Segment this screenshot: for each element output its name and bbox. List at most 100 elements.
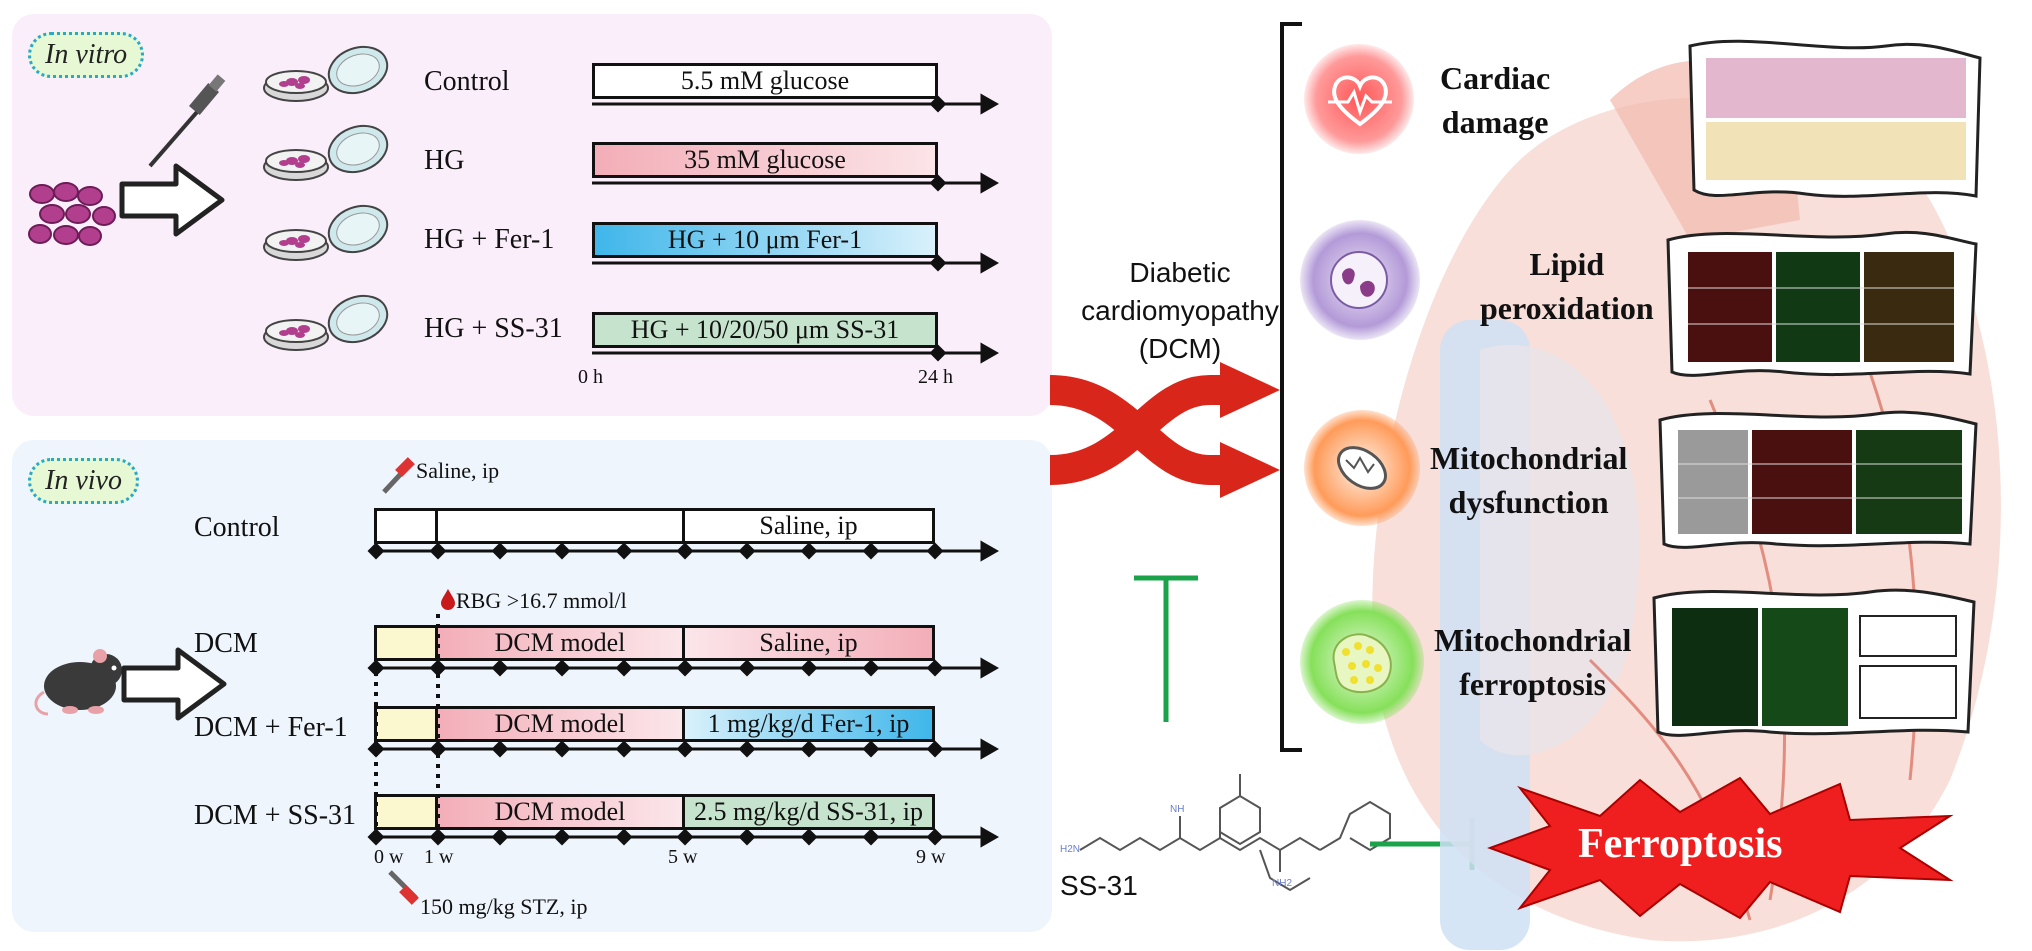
mouse-icon: [34, 649, 122, 716]
petri-dish-icon: [263, 45, 389, 102]
timeline-tick-mark: [676, 542, 694, 560]
vivo-ss31-week0: [374, 794, 438, 830]
timeline-tick-mark: [738, 740, 756, 758]
outcome-label: Mitochondrial ferroptosis: [1434, 618, 1631, 706]
stz-note: 150 mg/kg STZ, ip: [420, 894, 588, 919]
petri-dish-icon: [263, 124, 389, 181]
vivo-fer1-phase2: 1 mg/kg/d Fer-1, ip: [682, 706, 935, 742]
syringe-icon: [388, 870, 419, 905]
ferroptosis-label: Ferroptosis: [1578, 821, 1783, 867]
outcome-line: ferroptosis: [1459, 666, 1607, 702]
cell-cluster-icon: [28, 182, 116, 246]
timeline-tick-mark: [367, 828, 385, 846]
outcome-line: dysfunction: [1448, 484, 1609, 520]
vivo-group-label: DCM + SS-31: [194, 800, 357, 831]
vitro-time-start: 0 h: [578, 366, 603, 388]
inhibition-symbol: [1134, 575, 1198, 722]
in-vitro-badge: In vitro: [28, 32, 145, 78]
vivo-tick: 0 w: [374, 846, 404, 868]
outcome-label: Lipid peroxidation: [1480, 242, 1654, 330]
pipette-icon: [148, 74, 226, 168]
vivo-control-phase2: Saline, ip: [682, 508, 935, 544]
svg-text:NH: NH: [1170, 804, 1184, 815]
vitro-treatment-bar: 5.5 mM glucose: [592, 63, 938, 99]
histology-image-card: [1688, 39, 1982, 198]
timeline-tick-mark: [926, 542, 944, 560]
heart-pulse-icon: [1304, 44, 1414, 154]
outcome-label: Cardiac damage: [1440, 56, 1550, 144]
outcome-bracket: [1280, 22, 1302, 752]
outcome-line: damage: [1441, 104, 1549, 140]
vitro-time-end: 24 h: [918, 366, 953, 388]
timeline-tick-mark: [429, 542, 447, 560]
petri-dish-icon: [263, 204, 389, 261]
vivo-dcm-phase2: Saline, ip: [682, 625, 935, 661]
timeline-tick-mark: [553, 542, 571, 560]
vivo-fer1-phase1: DCM model: [435, 706, 685, 742]
timeline-tick-mark: [615, 740, 633, 758]
vitro-group-label: HG + SS-31: [424, 313, 563, 344]
timeline-tick-mark: [926, 659, 944, 677]
vivo-tick: 9 w: [916, 846, 946, 868]
outcome-line: peroxidation: [1480, 290, 1654, 326]
disease-line1: Diabetic: [1129, 257, 1231, 288]
svg-text:H2N: H2N: [1060, 844, 1080, 855]
timeline-tick-mark: [491, 740, 509, 758]
timeline-tick-mark: [615, 542, 633, 560]
vivo-ss31-phase2: 2.5 mg/kg/d SS-31, ip: [682, 794, 935, 830]
timeline-tick-mark: [800, 740, 818, 758]
mitochondria-image-card: [1658, 410, 1978, 549]
crossing-red-arrows: [1049, 362, 1280, 498]
vivo-group-label: DCM + Fer-1: [194, 712, 348, 743]
timeline-tick-mark: [429, 740, 447, 758]
ferroptosis-burst: [1487, 776, 1954, 920]
outcome-line: Lipid: [1529, 246, 1605, 282]
fluorescence-image-card: [1666, 230, 1978, 377]
timeline-tick-mark: [429, 828, 447, 846]
vivo-tick: 1 w: [424, 846, 454, 868]
timeline-tick-mark: [926, 828, 944, 846]
disease-line2: cardiomyopathy: [1081, 295, 1279, 326]
timeline-tick-mark: [676, 659, 694, 677]
vitro-treatment-bar: HG + 10/20/50 μm SS-31: [592, 312, 938, 348]
outcome-label: Mitochondrial dysfunction: [1430, 436, 1627, 524]
vivo-tick: 5 w: [668, 846, 698, 868]
saline-note: Saline, ip: [416, 458, 500, 483]
timeline-tick-mark: [553, 740, 571, 758]
outcome-line: Mitochondrial: [1434, 622, 1632, 658]
hollow-arrow-icon: [119, 163, 225, 237]
timeline-tick-mark: [738, 542, 756, 560]
timeline-tick-mark: [862, 659, 880, 677]
timeline-tick-mark: [615, 659, 633, 677]
vivo-ss31-phase1: DCM model: [435, 794, 685, 830]
outcome-line: Cardiac: [1440, 60, 1551, 96]
vitro-treatment-bar: 35 mM glucose: [592, 142, 938, 178]
mitochondrion-icon: [1304, 410, 1420, 526]
vivo-group-label: Control: [194, 512, 280, 543]
timeline-tick-mark: [367, 542, 385, 560]
blood-drop-icon: [441, 589, 455, 610]
timeline-tick-mark: [862, 542, 880, 560]
timeline-tick-mark: [553, 659, 571, 677]
timeline-tick-mark: [738, 828, 756, 846]
ferroptotic-mitochondrion-icon: [1300, 600, 1424, 724]
timeline-tick-mark: [738, 659, 756, 677]
vitro-group-label: HG + Fer-1: [424, 224, 555, 255]
hollow-arrow-icon: [121, 647, 227, 721]
timeline-tick-mark: [676, 740, 694, 758]
vivo-fer1-week0: [374, 706, 438, 742]
timeline-tick-mark: [800, 828, 818, 846]
timeline-tick-mark: [862, 828, 880, 846]
in-vivo-badge: In vivo: [28, 458, 139, 504]
timeline-tick-mark: [491, 828, 509, 846]
petri-dishes: [263, 45, 389, 351]
outcome-line: Mitochondrial: [1430, 440, 1628, 476]
timeline-tick-mark: [862, 740, 880, 758]
vitro-group-label: Control: [424, 66, 510, 97]
lipid-cell-icon: [1300, 220, 1420, 340]
ferroptosis-image-card: [1652, 588, 1976, 737]
vitro-group-label: HG: [424, 145, 465, 176]
vivo-group-label: DCM: [194, 628, 258, 659]
